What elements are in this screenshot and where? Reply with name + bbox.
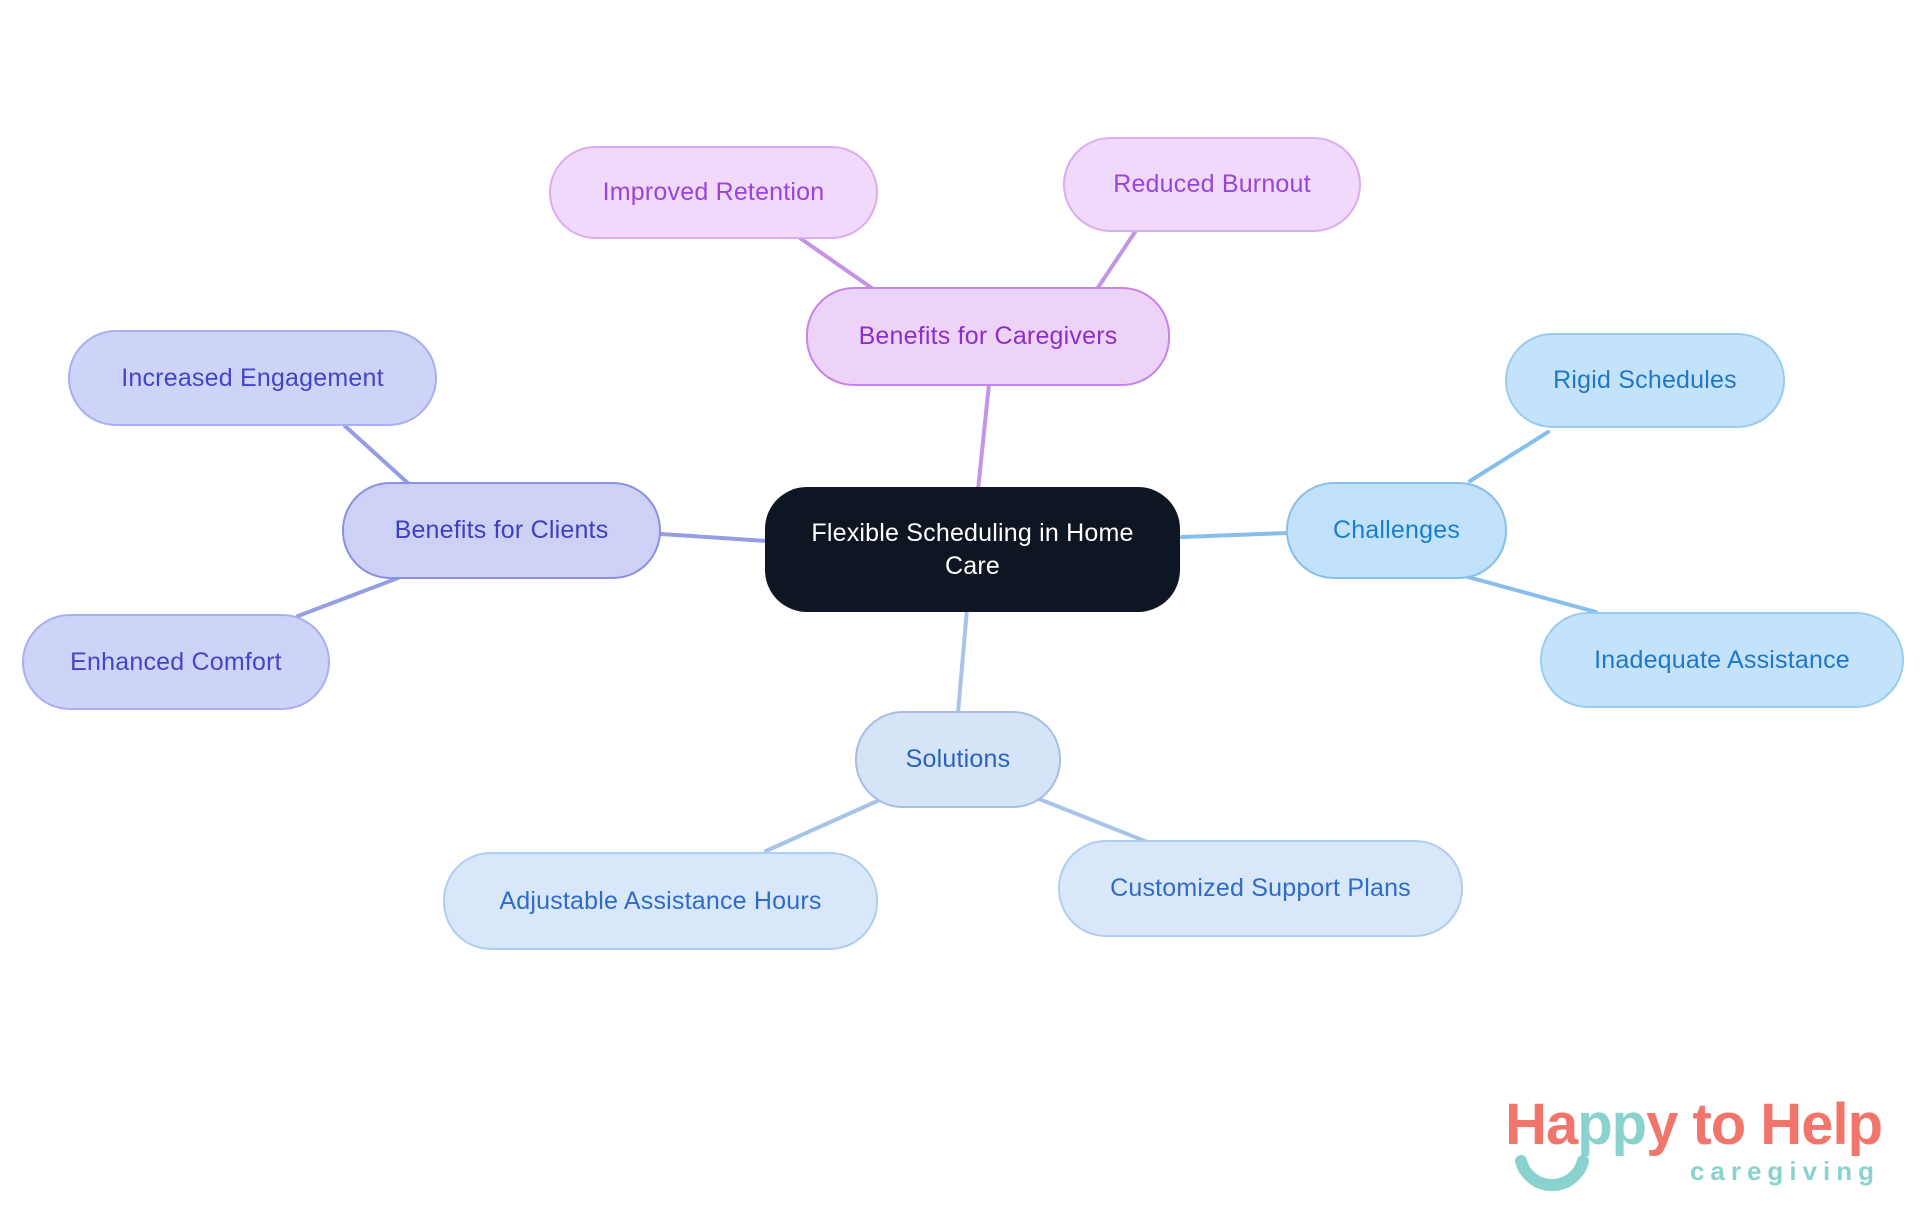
node-inadequate-assistance[interactable]: Inadequate Assistance xyxy=(1540,612,1904,708)
node-label: Improved Retention xyxy=(602,178,825,206)
logo-text-ha: Ha xyxy=(1505,1092,1578,1157)
node-label: Inadequate Assistance xyxy=(1594,645,1850,674)
edge-clients-engagement xyxy=(343,424,412,487)
node-label: Benefits for Caregivers xyxy=(858,322,1118,350)
node-challenges[interactable]: Challenges xyxy=(1286,482,1507,579)
node-label: Reduced Burnout xyxy=(1113,170,1311,198)
node-solutions[interactable]: Solutions xyxy=(855,711,1061,808)
node-central-flexible-scheduling[interactable]: Flexible Scheduling in Home Care xyxy=(765,487,1180,612)
edge-central-caregivers xyxy=(976,382,991,492)
logo-subtitle: caregiving xyxy=(1689,1156,1880,1186)
node-increased-engagement[interactable]: Increased Engagement xyxy=(68,330,437,426)
node-label: Customized Support Plans xyxy=(1110,874,1411,902)
node-benefits-for-caregivers[interactable]: Benefits for Caregivers xyxy=(806,287,1170,386)
logo-text-pp: pp xyxy=(1577,1092,1647,1157)
node-reduced-burnout[interactable]: Reduced Burnout xyxy=(1063,137,1361,232)
smile-icon xyxy=(1515,1155,1589,1192)
node-label: Adjustable Assistance Hours xyxy=(499,886,822,915)
edge-central-clients xyxy=(659,532,768,543)
node-label: Solutions xyxy=(905,745,1011,773)
happy-to-help-logo: Happy to Help caregiving xyxy=(1422,1096,1883,1192)
node-label: Challenges xyxy=(1332,516,1461,544)
edge-challenges-inadequate xyxy=(1466,575,1598,614)
node-improved-retention[interactable]: Improved Retention xyxy=(549,146,878,239)
edge-central-challenges xyxy=(1180,531,1290,539)
node-label: Increased Engagement xyxy=(121,363,384,392)
node-label: Enhanced Comfort xyxy=(70,647,282,676)
node-label: Flexible Scheduling in Home Care xyxy=(811,519,1134,580)
logo-text-rest: y to Help xyxy=(1646,1092,1883,1157)
node-customized-support-plans[interactable]: Customized Support Plans xyxy=(1058,840,1463,937)
node-rigid-schedules[interactable]: Rigid Schedules xyxy=(1505,333,1785,428)
edge-caregivers-retention xyxy=(795,234,878,293)
node-benefits-for-clients[interactable]: Benefits for Clients xyxy=(342,482,661,579)
node-enhanced-comfort[interactable]: Enhanced Comfort xyxy=(22,614,330,710)
node-adjustable-assistance-hours[interactable]: Adjustable Assistance Hours xyxy=(443,852,878,950)
edge-challenges-rigid xyxy=(1468,430,1550,483)
node-label: Benefits for Clients xyxy=(394,516,609,544)
edge-caregivers-burnout xyxy=(1095,227,1139,291)
logo-wordmark: Happy to Help xyxy=(1422,1096,1883,1154)
edge-central-solutions xyxy=(956,607,969,715)
edge-solutions-adjustable xyxy=(764,796,886,853)
edge-solutions-customized xyxy=(1032,795,1152,845)
edge-clients-comfort xyxy=(296,576,400,618)
node-label: Rigid Schedules xyxy=(1553,366,1737,394)
